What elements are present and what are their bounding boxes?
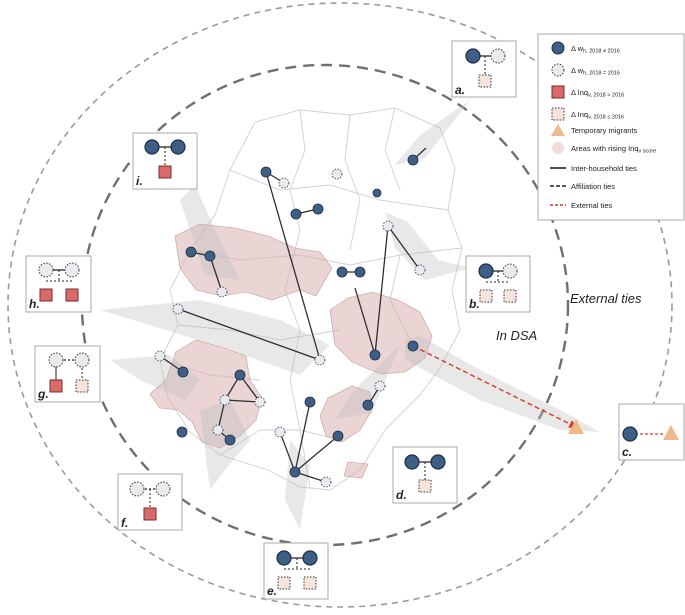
tie-halos bbox=[100, 100, 600, 530]
panel-d: d. bbox=[392, 446, 458, 504]
panel-e: e. bbox=[263, 542, 329, 600]
node-dark bbox=[304, 396, 316, 408]
node-light bbox=[216, 286, 228, 298]
panel-g-label: g. bbox=[37, 387, 49, 401]
node-light bbox=[212, 424, 224, 436]
node-light bbox=[278, 177, 290, 189]
node-dark bbox=[177, 366, 189, 378]
node-light bbox=[382, 220, 394, 232]
panel-b-label: b. bbox=[469, 297, 480, 311]
node-dark bbox=[289, 466, 301, 478]
node-dark bbox=[336, 266, 348, 278]
in-dsa-label: In DSA bbox=[496, 328, 537, 343]
panel-g: g. bbox=[34, 345, 101, 403]
halo-b bbox=[385, 212, 470, 280]
legend-area-icon bbox=[552, 142, 564, 154]
node-dark bbox=[312, 203, 324, 215]
legend-item-6: Areas with rising Inqv score bbox=[571, 144, 656, 155]
panel-a: a. bbox=[451, 40, 517, 98]
node-light bbox=[219, 394, 231, 406]
legend-red-square-icon bbox=[551, 85, 565, 99]
halo-d bbox=[335, 345, 400, 420]
node-light bbox=[314, 354, 326, 366]
legend-triangle-icon bbox=[551, 124, 565, 136]
panel-f-label: f. bbox=[121, 516, 128, 530]
legend-item-4: Δ Inqv, 2018 ≤ 2016 bbox=[571, 110, 624, 121]
panel-f: f. bbox=[117, 473, 183, 531]
rising-inq-areas bbox=[149, 223, 433, 479]
node-dark bbox=[407, 154, 419, 166]
rising-area-east bbox=[329, 291, 433, 375]
node-light bbox=[414, 264, 426, 276]
legend-item-7: Inter-household ties bbox=[571, 164, 637, 173]
panel-h-label: h. bbox=[29, 297, 40, 311]
legend-light-square-icon bbox=[551, 107, 565, 121]
legend-item-9: External ties bbox=[571, 201, 613, 210]
migrant-triangle bbox=[568, 419, 584, 434]
legend-item-1: Δ wh, 2018 ≠ 2016 bbox=[571, 44, 620, 55]
legend-item-2: Δ wh, 2018 = 2016 bbox=[571, 66, 620, 77]
node-dark bbox=[185, 246, 197, 258]
panel-c-label: c. bbox=[622, 445, 632, 459]
node-light bbox=[254, 396, 266, 408]
node-dark bbox=[224, 434, 236, 446]
node-dark bbox=[332, 430, 344, 442]
legend-item-3: Δ Inqv, 2018 > 2016 bbox=[571, 88, 624, 99]
household-nodes bbox=[154, 154, 426, 488]
halo-h bbox=[100, 300, 330, 375]
node-light bbox=[172, 303, 184, 315]
external-ties-label: External ties bbox=[570, 291, 642, 306]
node-dark bbox=[362, 399, 374, 411]
panel-i: i. bbox=[132, 132, 198, 190]
legend-dark-circle-icon bbox=[551, 41, 565, 55]
panel-c: c. bbox=[618, 403, 685, 461]
node-light bbox=[331, 168, 343, 180]
halo-g bbox=[110, 355, 200, 400]
halo-i bbox=[180, 185, 240, 280]
node-light bbox=[154, 350, 166, 362]
node-dark bbox=[260, 166, 272, 178]
panel-d-label: d. bbox=[396, 488, 407, 502]
node-dark bbox=[234, 369, 246, 381]
node-dark bbox=[290, 208, 302, 220]
inter-household-ties bbox=[159, 147, 427, 483]
panel-h: h. bbox=[25, 255, 92, 313]
panel-a-label: a. bbox=[455, 83, 465, 97]
external-boundary bbox=[7, 2, 673, 608]
node-dark bbox=[354, 266, 366, 278]
halo-a bbox=[395, 100, 470, 165]
halo-f bbox=[200, 400, 250, 490]
panel-b: b. bbox=[465, 255, 531, 313]
rising-area-south bbox=[319, 385, 373, 443]
legend-light-circle-icon bbox=[551, 63, 565, 77]
legend-item-5: Temporary migrants bbox=[571, 126, 638, 135]
node-dark bbox=[204, 250, 216, 262]
node-light bbox=[320, 476, 332, 488]
legend-item-8: Affiliation ties bbox=[571, 182, 615, 191]
rising-area-west bbox=[174, 223, 333, 301]
node-dark bbox=[372, 188, 382, 198]
node-light bbox=[274, 426, 286, 438]
external-tie bbox=[412, 345, 578, 428]
node-dark bbox=[369, 349, 381, 361]
legend: Δ wh, 2018 ≠ 2016 Δ wh, 2018 = 2016 Δ In… bbox=[537, 33, 685, 221]
node-dark bbox=[176, 426, 188, 438]
panel-i-label: i. bbox=[136, 174, 143, 188]
node-light bbox=[374, 380, 386, 392]
rising-area-small bbox=[343, 461, 369, 479]
halo-c bbox=[405, 336, 600, 432]
node-dark bbox=[407, 340, 419, 352]
panel-e-label: e. bbox=[267, 584, 277, 598]
